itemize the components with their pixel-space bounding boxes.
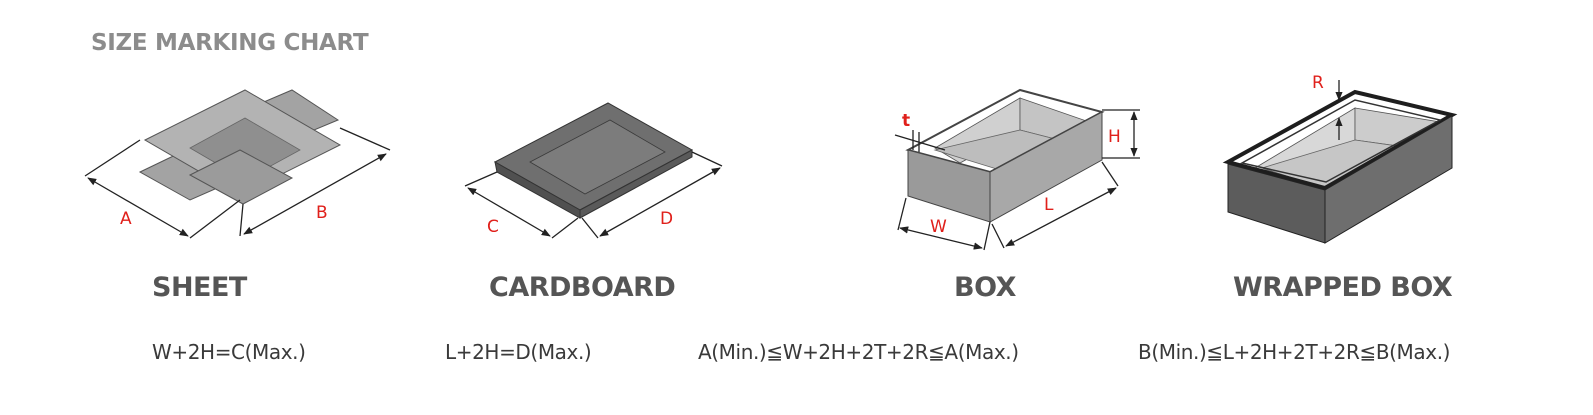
box-ext-l2 bbox=[1101, 161, 1119, 187]
page-title: SIZE MARKING CHART bbox=[91, 30, 369, 56]
cardboard-ext-c1 bbox=[464, 171, 498, 187]
box-label-w: W bbox=[930, 217, 947, 237]
box-dim-w bbox=[899, 226, 983, 250]
wrapped-rim-outer bbox=[1222, 89, 1458, 191]
caption-sheet: SHEET bbox=[152, 272, 247, 303]
formula-cardboard: L+2H=D(Max.) bbox=[445, 340, 592, 364]
wrapped-front-right bbox=[1324, 115, 1453, 244]
sheet-ext-line-b2 bbox=[239, 203, 244, 237]
box-label-h-bg bbox=[1103, 124, 1127, 146]
wrapped-rim-inner bbox=[1239, 99, 1443, 183]
sheet-label-b: B bbox=[316, 203, 328, 223]
cardboard-dim-d bbox=[599, 167, 721, 237]
wrapped-label-r: R bbox=[1312, 73, 1324, 93]
caption-wrapped-box: WRAPPED BOX bbox=[1233, 272, 1453, 303]
cardboard-dim-c bbox=[467, 187, 551, 237]
cardboard-label-d: D bbox=[660, 209, 673, 229]
cardboard-illustration: C D bbox=[464, 102, 723, 239]
box-ext-w1 bbox=[897, 197, 907, 231]
cardboard-label-c: C bbox=[487, 217, 499, 237]
box-dim-l bbox=[1005, 187, 1117, 247]
box-illustration: t H W L bbox=[894, 88, 1140, 251]
caption-cardboard: CARDBOARD bbox=[489, 272, 676, 303]
formula-wrapped-box: B(Min.)≦L+2H+2T+2R≦B(Max.) bbox=[1138, 340, 1451, 364]
wrapped-box-illustration: R bbox=[1222, 73, 1458, 244]
formula-box: A(Min.)≦W+2H+2T+2R≦A(Max.) bbox=[698, 340, 1019, 364]
sheet-dim-b bbox=[243, 153, 387, 235]
caption-box: BOX bbox=[954, 272, 1016, 303]
box-ext-l1 bbox=[991, 223, 1005, 249]
sheet-illustration: A B bbox=[84, 89, 391, 239]
box-label-t: t bbox=[902, 111, 910, 131]
sheet-ext-line-a2 bbox=[189, 199, 241, 239]
cardboard-ext-c2 bbox=[551, 217, 579, 239]
sheet-ext-line-b1 bbox=[339, 127, 391, 151]
formula-sheet: W+2H=C(Max.) bbox=[152, 340, 306, 364]
sheet-ext-line-a1 bbox=[84, 139, 141, 177]
cardboard-ext-d2 bbox=[581, 217, 599, 239]
sheet-label-a: A bbox=[120, 209, 132, 229]
box-dim-t bbox=[894, 134, 946, 151]
sheet-dim-a bbox=[87, 177, 189, 237]
box-label-l: L bbox=[1044, 195, 1054, 215]
cardboard-ext-d1 bbox=[691, 151, 723, 167]
box-ext-w2 bbox=[983, 221, 991, 251]
box-label-h: H bbox=[1108, 127, 1121, 147]
cardboard-inner-panel bbox=[529, 119, 666, 195]
